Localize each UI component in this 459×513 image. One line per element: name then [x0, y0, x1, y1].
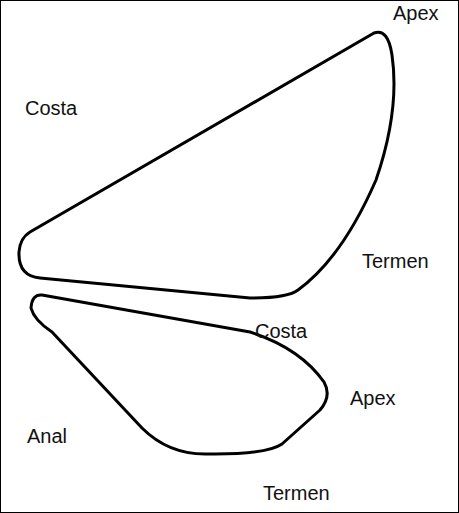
anal-label: Anal — [27, 425, 67, 447]
termen-label: Termen — [263, 482, 330, 504]
apex-label: Apex — [350, 387, 396, 409]
hindwing-outline — [31, 295, 327, 454]
termen-label: Termen — [362, 250, 429, 272]
costa-label: Costa — [255, 320, 307, 342]
forewing-outline — [19, 32, 394, 298]
apex-label: Apex — [393, 2, 439, 24]
costa-label: Costa — [25, 97, 77, 119]
